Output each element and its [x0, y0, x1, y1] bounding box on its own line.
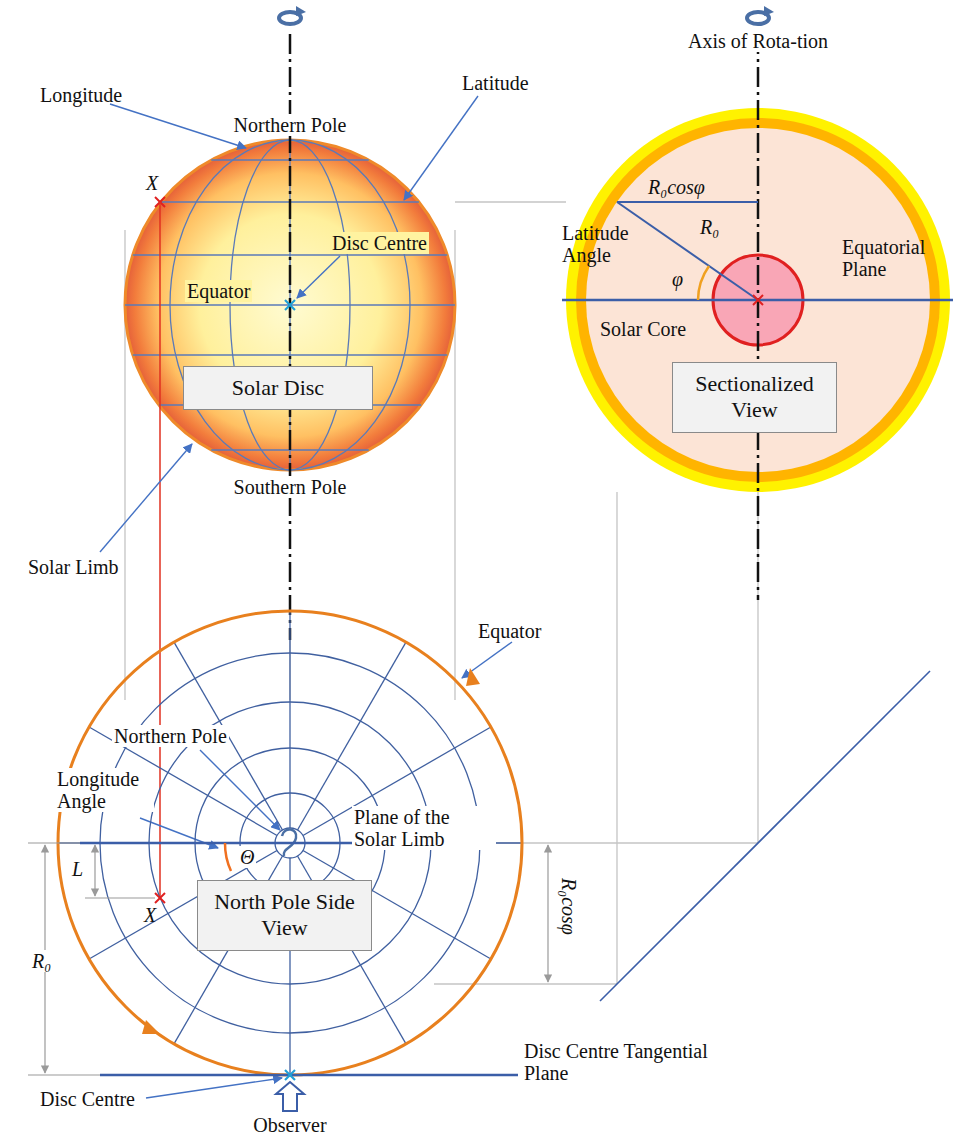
callout-label: Plane of the Solar Limb [352, 806, 496, 850]
box-title: Sectionalized View [683, 371, 826, 424]
callout-label: Disc Centre [330, 232, 429, 254]
math-symbol: R₀cosφ [558, 878, 580, 935]
callout-label: Equatorial Plane [842, 236, 942, 280]
north-pole-view [58, 611, 522, 1111]
dimension-lines [28, 843, 548, 1075]
view-label-box: North Pole Side View [197, 880, 372, 951]
callout-label: Latitude Angle [562, 222, 642, 266]
solar-disc [125, 140, 455, 470]
callout-label: Longitude [40, 84, 122, 106]
box-title: North Pole Side View [208, 889, 361, 942]
math-symbol: X [146, 172, 158, 194]
math-symbol: R₀ [700, 216, 719, 238]
callout-label: Equator [185, 280, 252, 302]
callout-label: Latitude [462, 72, 529, 94]
box-title: Solar Disc [194, 375, 362, 401]
callout-label: Disc Centre [40, 1088, 135, 1110]
disc-grid [125, 140, 455, 470]
rotation-icon [279, 6, 306, 24]
callout-label: Observer [253, 1114, 326, 1136]
math-symbol: φ [672, 268, 683, 290]
callout-label: Northern Pole [232, 114, 349, 136]
callout-label: Solar Core [600, 318, 686, 340]
callout-label: Disc Centre Tangential Plane [524, 1040, 734, 1084]
callout-label: Equator [478, 620, 541, 642]
mirror-line [600, 671, 930, 1001]
math-symbol: Θ [238, 846, 256, 868]
sun-section [562, 6, 953, 600]
math-symbol: R₀cosφ [648, 176, 705, 198]
math-symbol: L [72, 858, 83, 880]
callout-label: Northern Pole [112, 725, 229, 747]
callout-label: Southern Pole [232, 476, 349, 498]
disc-centre-marker [285, 300, 295, 310]
view-label-box: Sectionalized View [672, 362, 837, 433]
projection-line [159, 202, 161, 898]
view-label-box: Solar Disc [183, 366, 373, 410]
observer-arrow [276, 1082, 304, 1111]
callout-label: Solar Limb [28, 556, 119, 578]
math-symbol: R₀ [30, 950, 53, 972]
callout-label: Axis of Rota-tion [686, 30, 830, 52]
callout-label: Longitude Angle [55, 768, 154, 812]
math-symbol: X [144, 904, 156, 926]
